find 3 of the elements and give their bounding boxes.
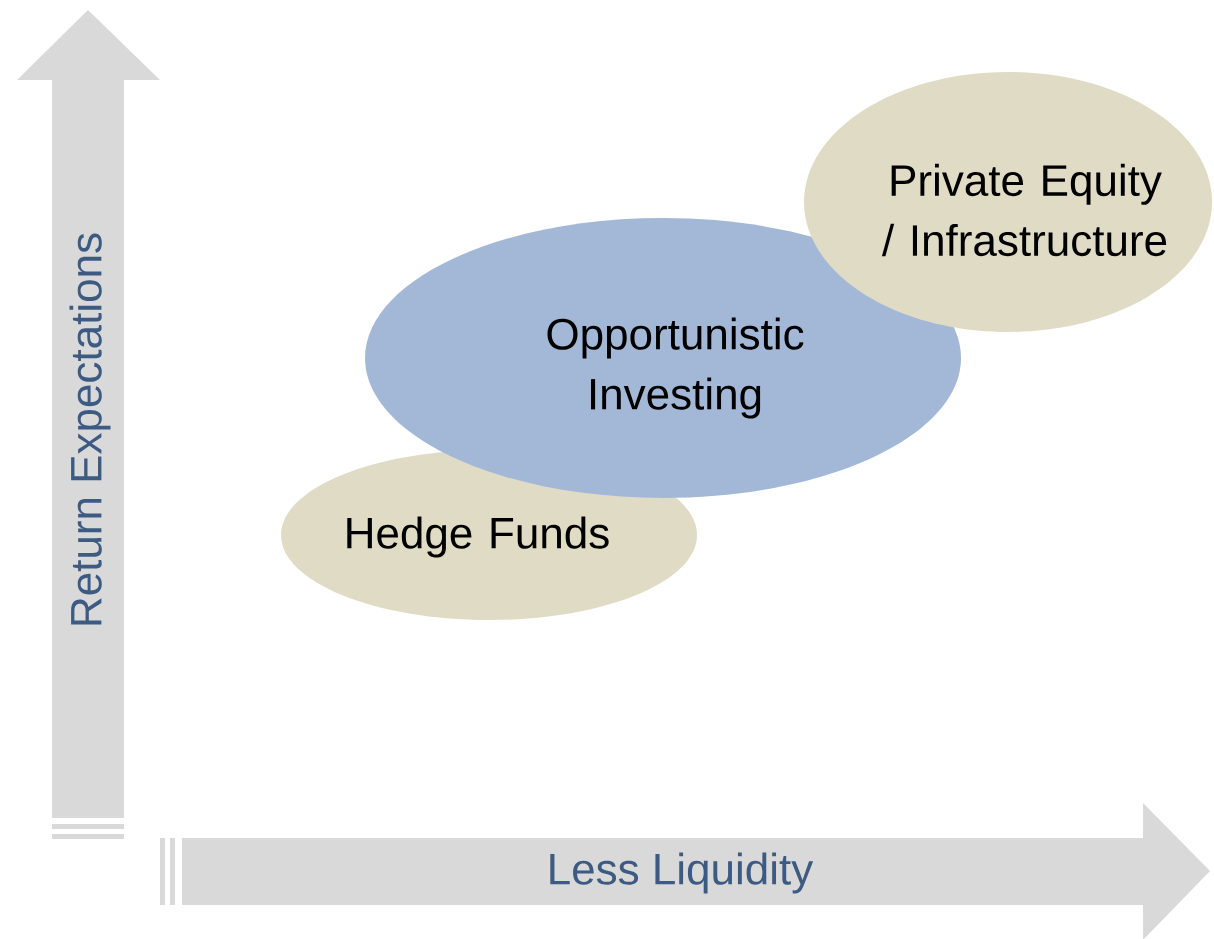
axis-label: Return Expectations [69,233,111,625]
axis-label: Less Liquidity [550,852,814,894]
ellipse-bubble: Private Equity / Infrastructure [804,72,1212,332]
